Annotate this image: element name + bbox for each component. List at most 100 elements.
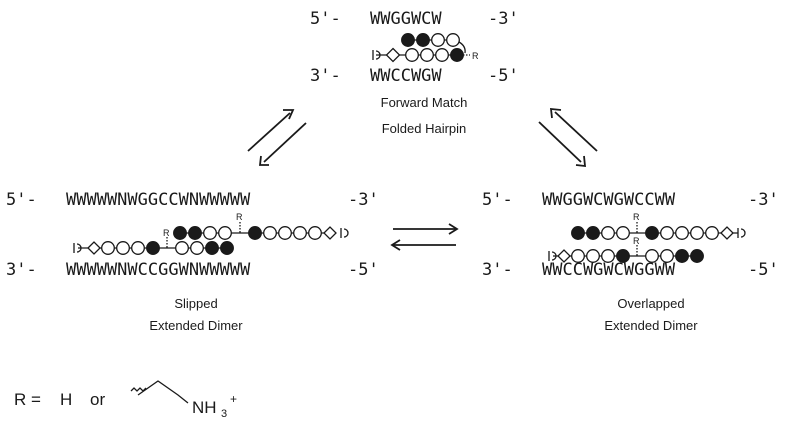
monomer-filled [248, 226, 262, 240]
monomer-open [601, 226, 615, 240]
monomer-open [116, 241, 130, 255]
terminal-cap [375, 50, 381, 60]
monomer-filled [205, 241, 219, 255]
monomer-open [571, 249, 585, 263]
monomer-open [675, 226, 689, 240]
equilibrium-arrows-right [538, 107, 598, 168]
right-oligomer-lower: R [548, 236, 704, 263]
monomer-filled [401, 33, 415, 47]
equilibrium-arrows-center [390, 223, 459, 251]
r-group-label: R [633, 236, 640, 246]
legend-ammonium: NH [192, 398, 217, 417]
monomer-open [263, 226, 277, 240]
top-complex: 5'- WWGGWCW -3' R 3'- WWCCWGW -5' Forwar… [310, 9, 519, 136]
monomer-open [190, 241, 204, 255]
monomer-filled [571, 226, 585, 240]
left-oligomer-upper: R [173, 212, 349, 240]
monomer-open [660, 249, 674, 263]
right-label-line2: Extended Dimer [604, 318, 698, 333]
legend-r-equals: R = [14, 390, 41, 409]
top-strand-bottom-sequence: WWCCWGW [370, 66, 442, 86]
monomer-diamond [323, 226, 337, 240]
legend-ammonium-subscript: 3 [221, 408, 227, 420]
top-strand-bottom-5prime: -5' [488, 66, 519, 86]
monomer-open [278, 226, 292, 240]
monomer-filled [146, 241, 160, 255]
monomer-open [616, 226, 630, 240]
monomer-filled [690, 249, 704, 263]
top-strand-bottom-3prime: 3'- [310, 66, 341, 86]
legend-or: or [90, 390, 105, 409]
monomer-open [446, 33, 460, 47]
right-label-line1: Overlapped [617, 296, 684, 311]
monomer-filled [173, 226, 187, 240]
ethyl-chain [137, 380, 189, 404]
r-group-label: R [633, 212, 640, 222]
equilibrium-arrows-left [247, 109, 307, 166]
right-complex: 5'- WWGGWCWGWCCWW -3' R [482, 190, 779, 333]
top-oligomer-upper [401, 33, 466, 54]
monomer-diamond [385, 47, 401, 63]
aminoethyl-structure [130, 380, 189, 404]
top-label-line1: Forward Match [381, 95, 468, 110]
monomer-filled [675, 249, 689, 263]
right-strand-top-sequence: WWGGWCWGWCCWW [542, 190, 676, 210]
terminal-cap [76, 243, 82, 253]
monomer-open [308, 226, 322, 240]
monomer-open [131, 241, 145, 255]
monomer-open [405, 48, 419, 62]
monomer-diamond [720, 226, 734, 240]
left-strand-top-5prime: 5'- [6, 190, 37, 210]
left-strand-bottom-3prime: 3'- [6, 260, 37, 280]
left-strand-bottom-sequence: WWWWWNWCCGGWNWWWWW [66, 260, 251, 280]
right-strand-bottom-sequence: WWCCWGWCWGGWW [542, 260, 676, 280]
terminal-cap [551, 251, 557, 261]
monomer-filled [616, 249, 630, 263]
top-strand-top-sequence: WWGGWCW [370, 9, 442, 29]
top-strand-top-5prime: 5'- [310, 9, 341, 29]
r-group-label: R [163, 228, 170, 238]
monomer-filled [450, 48, 464, 62]
left-complex: 5'- WWWWWNWGGCCWNWWWWW -3' R [6, 190, 379, 333]
legend-ammonium-charge: + [230, 392, 237, 406]
left-oligomer-lower: R [73, 228, 234, 255]
left-strand-top-sequence: WWWWWNWGGCCWNWWWWW [66, 190, 251, 210]
terminal-cap [343, 228, 349, 238]
monomer-filled [188, 226, 202, 240]
monomer-open [175, 241, 189, 255]
right-strand-top-3prime: -3' [748, 190, 779, 210]
monomer-open [101, 241, 115, 255]
monomer-filled [220, 241, 234, 255]
r-group-label: R [236, 212, 243, 222]
monomer-filled [645, 226, 659, 240]
legend: R = H or NH 3 + [14, 380, 237, 420]
monomer-open [586, 249, 600, 263]
left-label-line2: Extended Dimer [149, 318, 243, 333]
hairpin-turn [458, 41, 466, 54]
monomer-open [660, 226, 674, 240]
monomer-filled [586, 226, 600, 240]
monomer-diamond [87, 241, 101, 255]
left-strand-bottom-5prime: -5' [348, 260, 379, 280]
monomer-open [293, 226, 307, 240]
right-oligomer-upper: R [571, 212, 746, 240]
monomer-diamond [557, 249, 571, 263]
monomer-open [420, 48, 434, 62]
left-strand-top-3prime: -3' [348, 190, 379, 210]
monomer-open [690, 226, 704, 240]
right-strand-bottom-3prime: 3'- [482, 260, 513, 280]
monomer-open [705, 226, 719, 240]
monomer-open [431, 33, 445, 47]
right-strand-top-5prime: 5'- [482, 190, 513, 210]
top-strand-top-3prime: -3' [488, 9, 519, 29]
monomer-open [435, 48, 449, 62]
monomer-open [218, 226, 232, 240]
top-oligomer-lower: R [372, 47, 479, 63]
legend-hydrogen: H [60, 390, 72, 409]
r-group-label: R [472, 51, 479, 61]
monomer-open [645, 249, 659, 263]
monomer-open [203, 226, 217, 240]
left-label-line1: Slipped [174, 296, 217, 311]
terminal-cap [740, 228, 746, 238]
